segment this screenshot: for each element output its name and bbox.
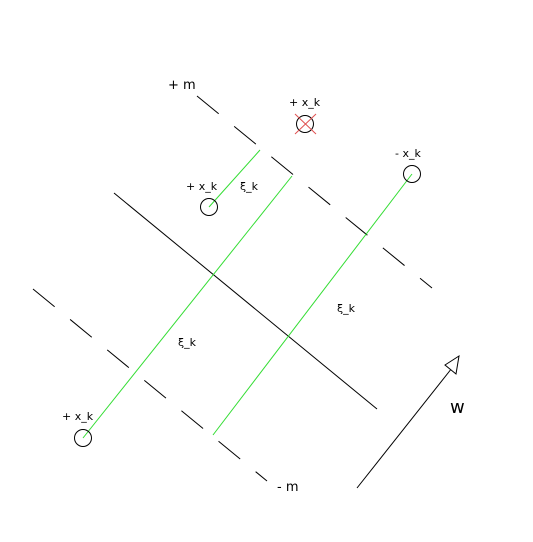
w-arrow-head-icon [444,354,460,375]
xi-right-label: ξ_k [337,302,356,315]
plus-m-label: + m [168,78,196,93]
point-upper-right-label: - x_k [395,147,421,160]
slack-line-lower-left [82,175,293,439]
w-arrow-shaft [356,367,453,489]
point-top-crossed-circle [296,115,314,133]
point-upper-left-circle [200,198,218,216]
minus-m-label: - m [277,480,299,495]
point-lower-left-circle [74,429,92,447]
point-upper-left-label: + x_k [186,180,218,193]
point-upper-right-circle [403,165,421,183]
cross-out-icon [294,113,317,135]
point-lower-left-label: + x_k [62,410,94,423]
slack-line-right [212,173,413,436]
minus-margin-line [32,288,268,482]
plus-margin-line [196,95,433,289]
slack-line-upper-left [208,149,261,208]
decision-boundary-line [113,192,378,410]
point-top-crossed [294,113,317,135]
point-top-crossed-label: + x_k [289,96,321,109]
xi-upper-label: ξ_k [240,180,259,193]
w-label: w [450,397,465,418]
xi-lower-left-label: ξ_k [178,336,197,349]
